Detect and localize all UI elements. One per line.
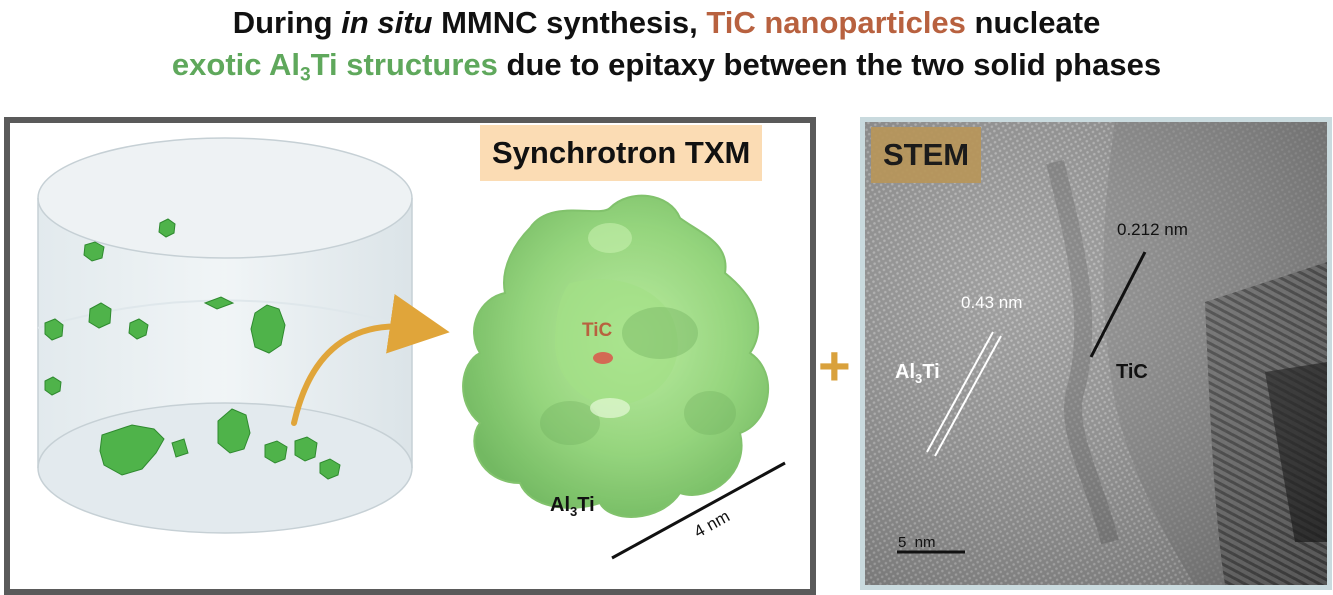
txm-badge: Synchrotron TXM (480, 125, 763, 181)
stem-badge: STEM (871, 127, 982, 183)
label-text: Al (895, 361, 915, 383)
particle (217, 408, 251, 454)
stem-scale-label: 5 nm (898, 534, 936, 551)
stem-al3ti-label: Al3Ti (895, 361, 940, 386)
particle (88, 302, 112, 329)
title-italic-text: in situ (341, 5, 433, 40)
al3ti-structure-3d (462, 194, 769, 518)
title-subscript: 3 (299, 64, 311, 86)
txm-illustration: TiC Al3Ti 4 nm (37, 137, 786, 560)
title-text: nucleate (965, 5, 1101, 40)
al3ti-spacing-line (934, 335, 1002, 457)
tic-spacing-line (1089, 251, 1147, 358)
tic-spacing-label: 0.212 nm (1117, 220, 1188, 239)
particle (44, 318, 64, 341)
label-text: Ti (577, 494, 594, 516)
figure-title: During in situ MMNC synthesis, TiC nanop… (0, 2, 1333, 86)
title-text: MMNC synthesis, (432, 5, 707, 40)
txm-scale-bar (611, 461, 786, 560)
particle (203, 296, 235, 310)
particle (99, 424, 165, 476)
particle (83, 241, 105, 262)
txm-panel: TiC Al3Ti 4 nm Synchrotron TXM (4, 117, 816, 595)
particle (250, 304, 286, 354)
title-text: due to epitaxy between the two solid pha… (497, 47, 1162, 82)
particle (171, 438, 189, 458)
particle (128, 318, 149, 340)
label-subscript: 3 (915, 371, 922, 386)
tic-particle (593, 352, 613, 364)
particle (294, 436, 318, 462)
stem-tic-label: TiC (1116, 361, 1148, 383)
particle (319, 458, 341, 480)
title-text: During (232, 5, 342, 40)
label-text: Al (550, 494, 570, 516)
title-text: exotic Al (171, 47, 300, 82)
title-line-1: During in situ MMNC synthesis, TiC nanop… (0, 2, 1333, 44)
title-tic-text: TiC nanoparticles (706, 5, 966, 40)
al3ti-spacing-line (926, 331, 994, 453)
sample-cylinder (37, 137, 413, 534)
al3ti-label: Al3Ti (550, 494, 595, 519)
al3ti-spacing-label: 0.43 nm (961, 293, 1022, 312)
particle (264, 440, 288, 464)
zoom-arrow-icon (291, 294, 450, 426)
tic-label: TiC (582, 320, 613, 341)
stem-panel: 0.212 nm 0.43 nm Al3Ti TiC 5 nm STEM (860, 117, 1332, 590)
al3ti-particles (44, 218, 341, 480)
label-subscript: 3 (570, 504, 577, 519)
label-text: Ti (922, 361, 939, 383)
title-text: Ti structures (310, 47, 498, 82)
plus-icon: + (818, 334, 851, 397)
stem-micrograph: 0.212 nm 0.43 nm Al3Ti TiC 5 nm (865, 122, 1327, 585)
title-al3ti-text: exotic Al3Ti structures (171, 47, 498, 86)
particle (44, 376, 62, 396)
particle (158, 218, 176, 238)
title-line-2: exotic Al3Ti structures due to epitaxy b… (0, 44, 1333, 86)
